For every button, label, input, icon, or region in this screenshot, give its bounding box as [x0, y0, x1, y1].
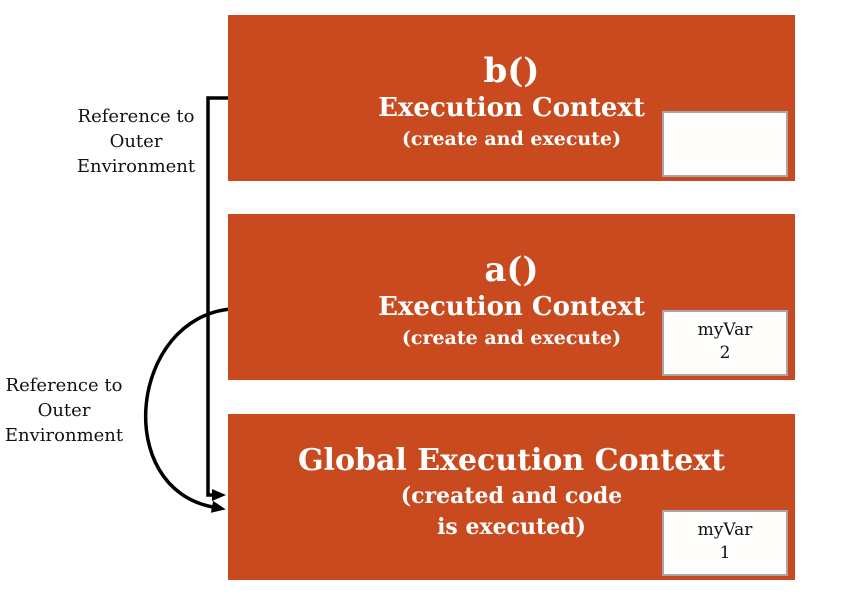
box-a-note: (create and execute)	[401, 327, 622, 349]
reference-label-bottom-line2: Outer	[37, 400, 91, 421]
reference-label-top-line3: Environment	[76, 156, 196, 177]
box-a-subtitle: Execution Context	[378, 292, 645, 322]
reference-label-bottom: Reference to Outer Environment	[0, 373, 128, 448]
reference-label-top-line1: Reference to	[77, 106, 195, 127]
variable-box-myvar2-name: myVar	[697, 320, 753, 340]
variable-box-myvar1-name: myVar	[697, 520, 753, 540]
global-box-note-line1: (created and code	[400, 483, 623, 509]
global-box-title: Global Execution Context	[297, 443, 726, 478]
box-b-subtitle: Execution Context	[378, 93, 645, 123]
box-b-note: (create and execute)	[401, 128, 622, 150]
variable-box-myvar1: myVar 1	[662, 510, 788, 576]
execution-context-box-b: b() Execution Context (create and execut…	[228, 15, 795, 181]
reference-label-top-line2: Outer	[109, 131, 163, 152]
box-b-title: b()	[483, 51, 540, 91]
execution-context-box-a: a() Execution Context (create and execut…	[228, 214, 795, 380]
reference-label-bottom-line3: Environment	[4, 425, 124, 446]
variable-box-myvar2: myVar 2	[662, 310, 788, 376]
variable-box-b-empty	[662, 111, 788, 177]
global-box-note-line2: is executed)	[437, 514, 586, 540]
box-a-title: a()	[484, 250, 539, 290]
reference-label-top: Reference to Outer Environment	[58, 104, 214, 179]
variable-box-myvar1-value: 1	[719, 543, 731, 563]
reference-arrow-a-to-global	[143, 307, 232, 513]
reference-label-bottom-line1: Reference to	[5, 375, 123, 396]
variable-box-myvar2-value: 2	[719, 343, 731, 363]
global-execution-context-box: Global Execution Context (created and co…	[228, 414, 795, 580]
